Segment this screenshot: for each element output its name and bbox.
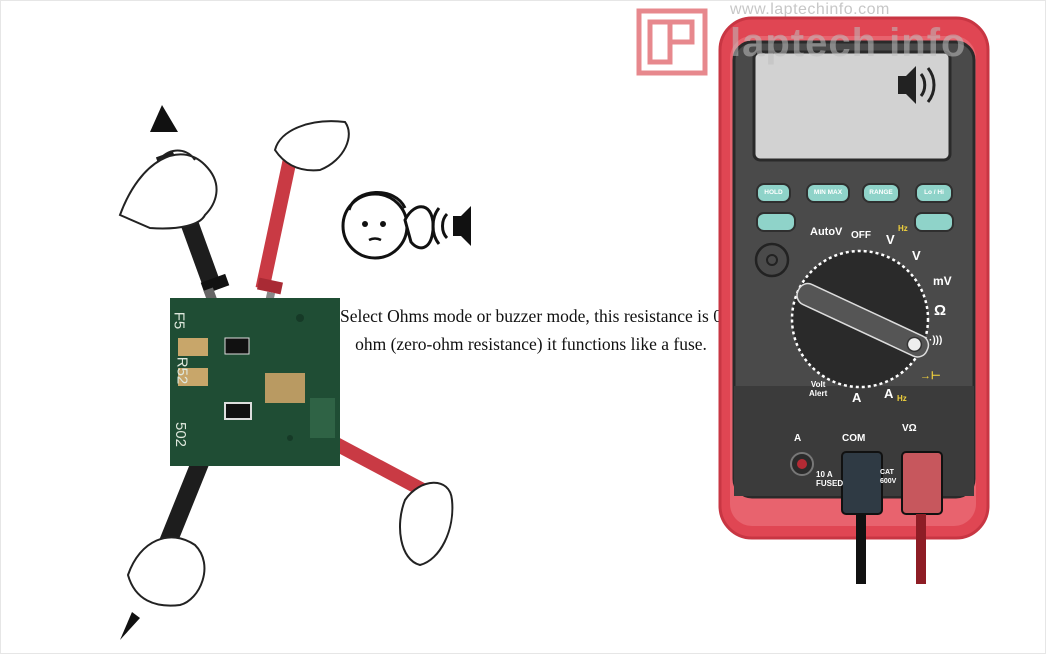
dial-label-ac-v: V [886, 232, 895, 247]
lo-hi-button[interactable]: Lo / Hi [915, 183, 953, 203]
pcb-closeup: F5 R52 502 [170, 298, 340, 466]
hand-top-right [273, 120, 350, 172]
dial-label-off: OFF [851, 230, 871, 241]
pcb-label-r52: R52 [173, 356, 191, 385]
com-probe-plug [841, 451, 883, 515]
jack-label-com: COM [842, 433, 866, 444]
jack-label-v-ohm: VΩ [902, 423, 917, 434]
dial-label-hz-bottom: Hz [897, 394, 907, 403]
min-max-button[interactable]: MIN MAX [806, 183, 850, 203]
dial-label-ac-a: A [884, 386, 894, 401]
jack-label-a: A [794, 433, 802, 444]
dial-pointer [796, 282, 930, 358]
dial-label-dc-v: V [912, 248, 921, 263]
dial-label-diode: →⊢ [920, 370, 941, 382]
speaker-icon [453, 206, 471, 246]
brand-logo [636, 8, 708, 76]
dial-label-continuity: ·))) [929, 335, 943, 346]
caption-text: Select Ohms mode or buzzer mode, this re… [340, 306, 722, 354]
watermark-url: www.laptechinfo.com [730, 1, 890, 18]
hand-bottom-left [126, 536, 206, 607]
v-probe-plug [901, 451, 943, 515]
function-button-left[interactable] [756, 212, 796, 232]
pcb-label-f5: F5 [170, 311, 188, 330]
jack-label-cat: CAT 600V [880, 469, 897, 485]
watermark-wordmark: laptech info [730, 21, 967, 65]
display-speaker-icon [898, 66, 936, 104]
hand-bottom-right [399, 481, 454, 567]
function-button-right[interactable] [914, 212, 954, 232]
dial-label-dc-a: A [852, 390, 862, 405]
dial-label-hz-top: Hz [898, 224, 908, 233]
pcb-label-502: 502 [172, 421, 190, 448]
listening-face-icon [341, 191, 471, 260]
range-button[interactable]: RANGE [862, 183, 900, 203]
dial-label-ohm: Ω [934, 302, 947, 319]
multimeter [718, 16, 990, 584]
dial-label-mv: mV [933, 274, 952, 288]
dial-label-volt-alert: Volt Alert [809, 380, 828, 398]
jack-label-fuse: 10 A FUSED [816, 470, 844, 488]
hand-top-left [118, 153, 218, 230]
hold-button[interactable]: HOLD [756, 183, 791, 203]
dial-label-autov: AutoV [810, 226, 843, 238]
sun-icon [754, 242, 790, 278]
